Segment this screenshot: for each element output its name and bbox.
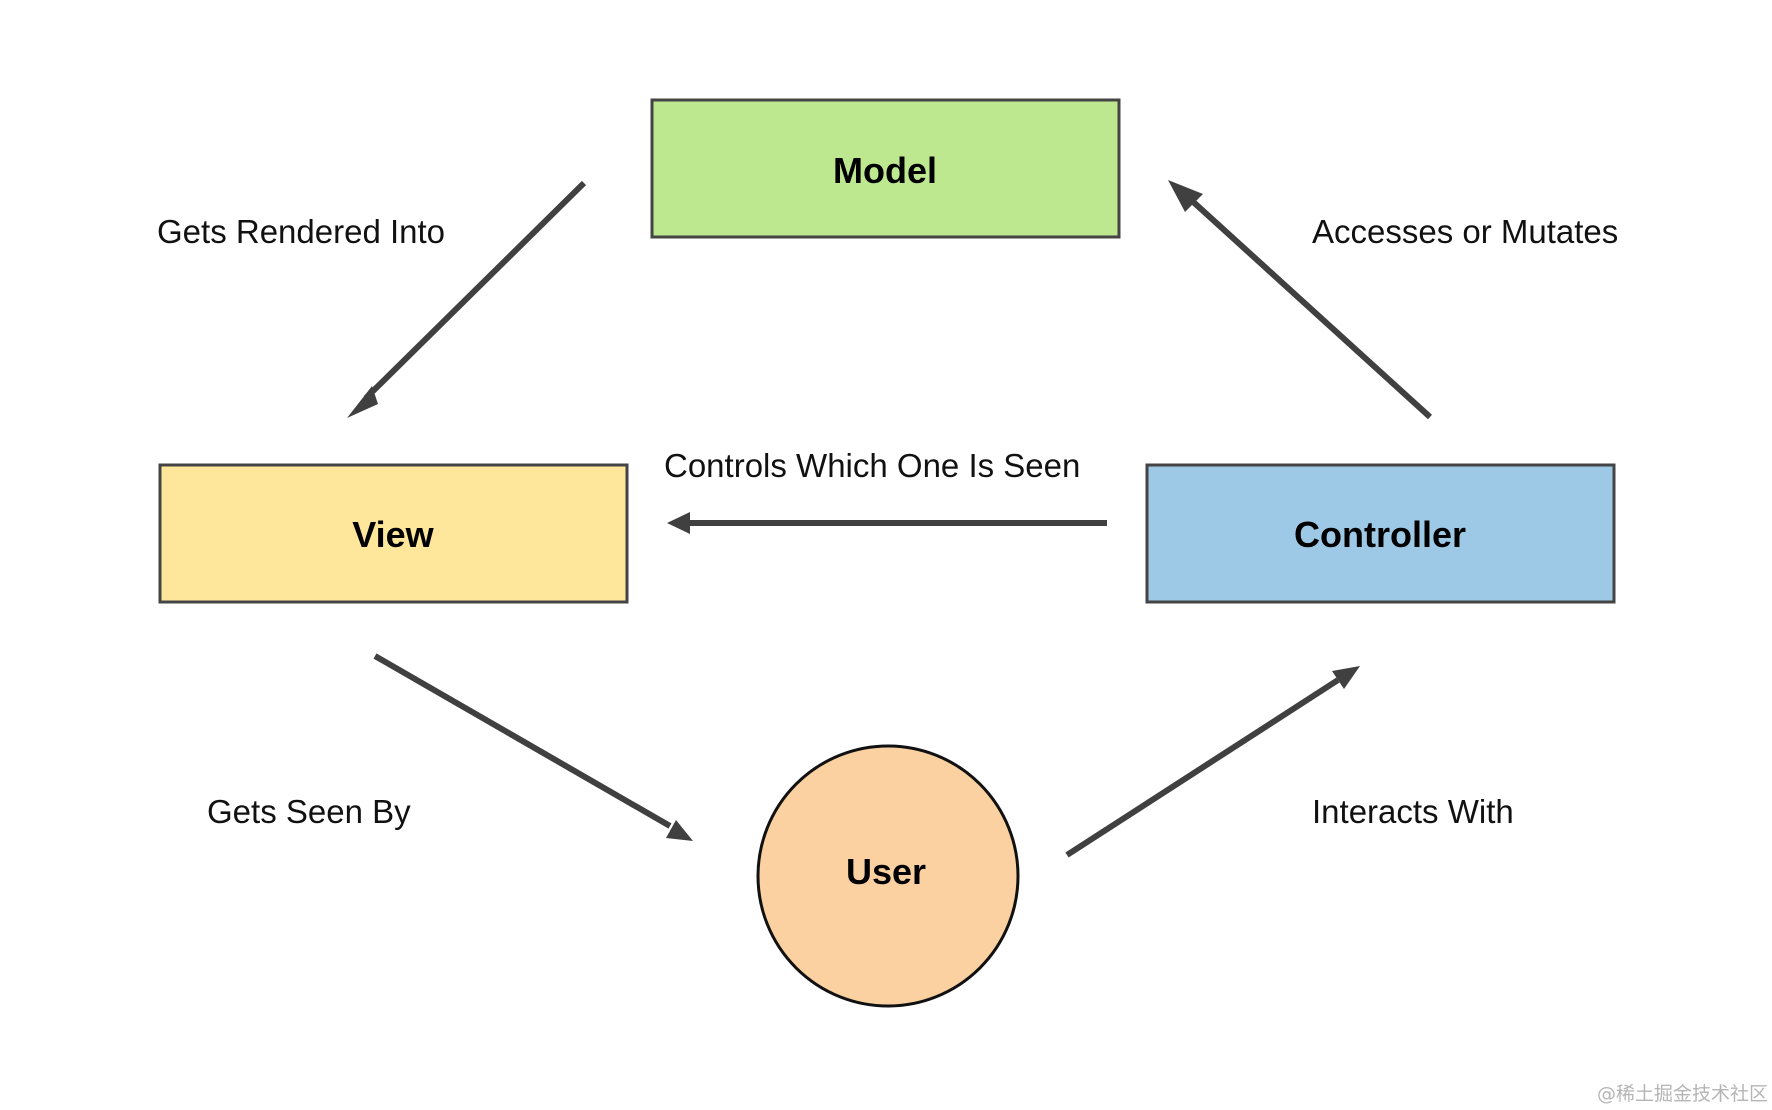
view-box <box>158 463 629 604</box>
edge-model-to-view-label: Gets Rendered Into <box>157 213 445 250</box>
user-label: User <box>846 851 926 892</box>
controller-node: Controller <box>1145 463 1616 604</box>
edge-controller-to-view-label: Controls Which One Is Seen <box>664 447 1080 484</box>
edge-user-to-controller-label: Interacts With <box>1312 793 1514 830</box>
model-label: Model <box>833 150 937 191</box>
view-label: View <box>352 514 434 555</box>
model-box <box>650 98 1121 239</box>
edge-controller-to-view: Controls Which One Is Seen <box>664 447 1107 534</box>
edge-controller-to-model-arrowhead <box>1168 180 1203 212</box>
user-node: User <box>756 744 1020 1008</box>
edge-controller-to-model: Accesses or Mutates <box>1168 180 1618 420</box>
user-circle <box>756 744 1020 1008</box>
edge-controller-to-model-label: Accesses or Mutates <box>1312 213 1618 250</box>
edge-view-to-user: Gets Seen By <box>207 653 693 841</box>
controller-box <box>1145 463 1616 604</box>
edge-user-to-controller-arrowhead <box>1332 666 1360 689</box>
edge-controller-to-view-arrowhead <box>667 512 690 534</box>
view-node: View <box>158 463 629 604</box>
edge-view-to-user-arrowhead <box>666 820 693 841</box>
controller-label: Controller <box>1294 514 1466 555</box>
edge-user-to-controller-line <box>1065 677 1340 858</box>
edge-model-to-view: Gets Rendered Into <box>157 180 587 418</box>
watermark: @稀土掘金技术社区 <box>1597 1083 1768 1105</box>
edge-model-to-view-arrowhead <box>347 386 378 418</box>
model-node: Model <box>650 98 1121 239</box>
edge-view-to-user-line <box>373 653 672 829</box>
edge-controller-to-model-line <box>1187 196 1433 420</box>
edge-user-to-controller: Interacts With <box>1065 666 1514 858</box>
edge-model-to-view-line <box>363 180 587 401</box>
edge-view-to-user-label: Gets Seen By <box>207 793 411 830</box>
